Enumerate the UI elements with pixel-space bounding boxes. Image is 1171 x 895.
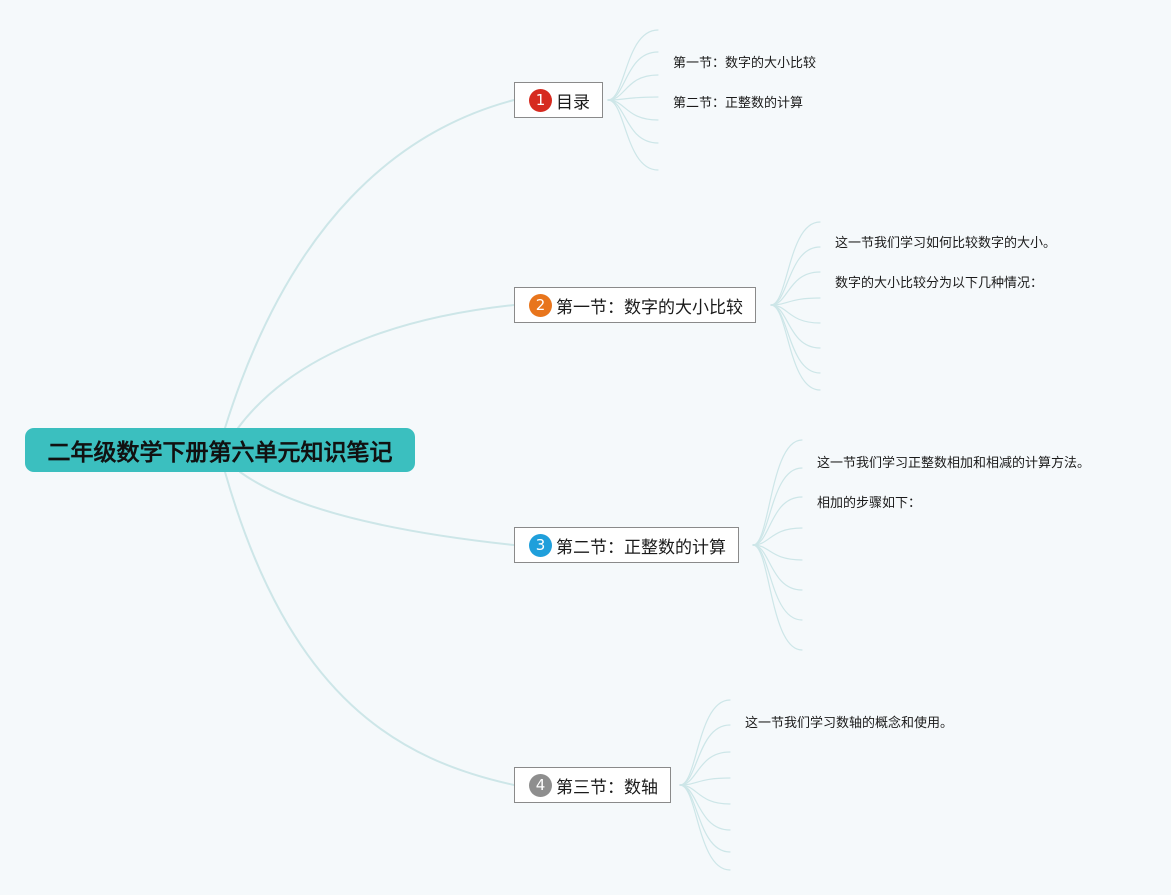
subtopic-connector-line bbox=[607, 29, 659, 101]
subtopic-connector-line bbox=[752, 527, 803, 546]
topic-contents[interactable]: 1 目录 bbox=[514, 82, 603, 118]
subtopic-connector-line bbox=[679, 784, 731, 853]
topic-label: 第一节：数字的大小比较 bbox=[556, 297, 743, 318]
subtopic-connector-line bbox=[752, 496, 803, 546]
note-item[interactable]: 数字的大小比较分为以下几种情况： bbox=[835, 276, 1044, 291]
note-item[interactable]: 这一节我们学习如何比较数字的大小。 bbox=[835, 236, 1057, 251]
subtopic-connector-line bbox=[770, 271, 821, 306]
subtopic-connector-line bbox=[607, 74, 659, 101]
note-item[interactable]: 第二节：正整数的计算 bbox=[673, 96, 804, 111]
number-badge-icon: 4 bbox=[529, 773, 552, 797]
number-badge-icon: 1 bbox=[529, 88, 552, 112]
note-item[interactable]: 相加的步骤如下： bbox=[817, 496, 922, 511]
subtopic-connector-line bbox=[679, 699, 731, 786]
number-badge-icon: 3 bbox=[529, 533, 552, 557]
subtopic-connector-line bbox=[770, 221, 821, 306]
number-badge-icon: 2 bbox=[529, 293, 552, 317]
subtopic-connector-line bbox=[679, 751, 731, 786]
root-branch-line bbox=[239, 471, 515, 546]
subtopic-connector-line bbox=[770, 246, 821, 306]
root-topic-label: 二年级数学下册第六单元知识笔记 bbox=[47, 440, 393, 466]
subtopic-connector-line bbox=[607, 99, 659, 171]
subtopic-connector-line bbox=[607, 99, 659, 144]
root-topic[interactable]: 二年级数学下册第六单元知识笔记 bbox=[25, 428, 415, 472]
topic-section-1[interactable]: 2 第一节：数字的大小比较 bbox=[514, 287, 756, 323]
root-branch-line bbox=[224, 471, 515, 786]
root-branch-line bbox=[224, 99, 515, 429]
topic-section-3[interactable]: 4 第三节：数轴 bbox=[514, 767, 671, 803]
topic-label: 第二节：正整数的计算 bbox=[556, 537, 726, 558]
subtopic-connector-line bbox=[679, 724, 731, 786]
subtopic-connector-line bbox=[752, 439, 803, 546]
subtopic-connector-line bbox=[752, 467, 803, 546]
subtopic-connector-line bbox=[679, 784, 731, 871]
note-item[interactable]: 第一节：数字的大小比较 bbox=[673, 56, 817, 71]
topic-label: 第三节：数轴 bbox=[556, 777, 658, 798]
note-item[interactable]: 这一节我们学习数轴的概念和使用。 bbox=[745, 716, 954, 731]
note-item[interactable]: 这一节我们学习正整数相加和相减的计算方法。 bbox=[817, 456, 1091, 471]
subtopic-connector-line bbox=[752, 544, 803, 591]
root-branch-line bbox=[237, 304, 515, 429]
topic-section-2[interactable]: 3 第二节：正整数的计算 bbox=[514, 527, 739, 563]
topic-label: 目录 bbox=[556, 92, 590, 113]
subtopic-connector-line bbox=[752, 544, 803, 651]
subtopic-connector-line bbox=[752, 544, 803, 621]
subtopic-connector-line bbox=[770, 304, 821, 391]
